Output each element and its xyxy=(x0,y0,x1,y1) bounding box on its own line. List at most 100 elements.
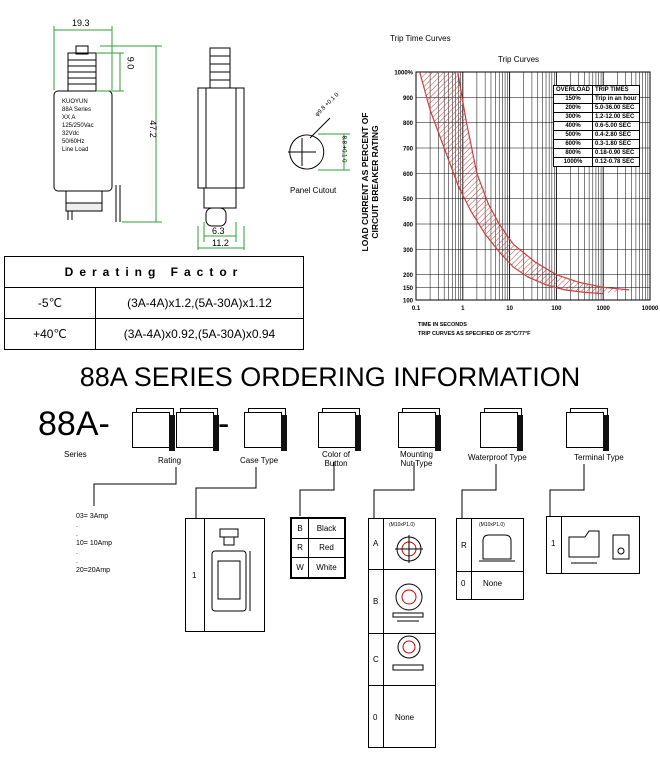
label-line: 88A Series xyxy=(62,107,92,113)
derating-value: (3A-4A)x0.92,(5A-30A)x0.94 xyxy=(95,318,304,350)
rating-item: 03= 3Amp xyxy=(76,513,109,520)
terminal-panel: 1 xyxy=(546,516,640,574)
label-series: Series xyxy=(64,450,87,459)
code-box-mounting[interactable] xyxy=(398,412,441,451)
tt-overload: 1000% xyxy=(552,157,594,167)
case-type-panel: 1 xyxy=(185,518,265,632)
tt-overload: 600% xyxy=(552,139,594,149)
tt-overload: 500% xyxy=(552,130,594,140)
color-name: White xyxy=(308,557,345,578)
y-tick-label: 200 xyxy=(403,273,414,279)
ordering-dash: - xyxy=(218,405,230,443)
label-rating: Rating xyxy=(158,456,182,465)
tt-header: TRIP TIMES xyxy=(592,85,640,95)
derating-temp: -5℃ xyxy=(4,287,96,319)
x-tick-label: 0.1 xyxy=(412,306,421,312)
tt-time: 1.2-12.00 SEC xyxy=(592,112,640,122)
y-tick-label: 500 xyxy=(403,197,414,203)
waterproof-code: 0 xyxy=(461,579,466,588)
dim-63: 6.3 xyxy=(212,226,225,236)
panel-cutout-drawing xyxy=(288,117,331,170)
x-tick-label: 1000 xyxy=(597,306,611,312)
mounting-code: 0 xyxy=(373,713,378,722)
breaker-drawing xyxy=(53,26,350,250)
derating-title: Derating Factor xyxy=(4,256,304,288)
case-code: 1 xyxy=(192,571,197,580)
label-line: KUOYUN xyxy=(62,99,88,105)
mounting-code: C xyxy=(373,655,379,664)
code-box-color[interactable] xyxy=(318,412,361,451)
color-code: B xyxy=(291,518,309,539)
code-box-rating-1[interactable] xyxy=(132,412,175,451)
label-terminal: Terminal Type xyxy=(574,453,624,462)
derating-table: Derating Factor -5℃ (3A-4A)x1.2,(5A-30A)… xyxy=(4,256,304,350)
y-tick-label: 400 xyxy=(403,223,414,229)
waterproof-code: R xyxy=(461,541,467,550)
derating-value: (3A-4A)x1.2,(5A-30A)x1.12 xyxy=(95,287,304,319)
derating-temp: +40℃ xyxy=(4,318,96,350)
dim-width-top: 19.3 xyxy=(72,18,90,28)
color-code: R xyxy=(291,537,309,559)
tt-time: 0.4-2.80 SEC xyxy=(592,130,640,140)
y-tick-label: 900 xyxy=(403,96,414,102)
derating-row: +40℃ (3A-4A)x0.92,(5A-30A)x0.94 xyxy=(4,318,304,350)
rating-item: . xyxy=(76,549,78,556)
chart-xlabel: TIME IN SECONDS xyxy=(418,322,467,328)
tt-time: 0.18-0.90 SEC xyxy=(592,148,640,158)
code-box-terminal[interactable] xyxy=(566,412,609,451)
y-tick-label: 700 xyxy=(403,147,414,153)
tt-time: 0.12-0.78 SEC xyxy=(592,157,640,167)
waterproof-panel: R (M10xP1.0) 0 None xyxy=(456,518,524,600)
ylabel-line: LOAD CURRENT AS PERCENT OF xyxy=(360,112,370,252)
y-tick-label: 100 xyxy=(403,299,414,305)
tt-time: 5.0-36.00 SEC xyxy=(592,103,640,113)
trip-curve-upper xyxy=(457,71,630,291)
rating-item: . xyxy=(76,531,78,538)
y-tick-label: 800 xyxy=(403,121,414,127)
rating-item: . xyxy=(76,522,78,529)
chart-ylabel: LOAD CURRENT AS PERCENT OF CIRCUIT BREAK… xyxy=(360,62,380,302)
derating-row: -5℃ (3A-4A)x1.2,(5A-30A)x1.12 xyxy=(4,287,304,319)
waterproof-cap-drawing xyxy=(479,534,515,562)
label-mounting-1: Mounting xyxy=(400,450,433,459)
rating-item: 20=20Amp xyxy=(76,567,111,574)
case-drawing xyxy=(211,528,251,612)
waterproof-note: (M10xP1.0) xyxy=(479,522,505,528)
mounting-code: B xyxy=(373,597,379,606)
label-line: XX A xyxy=(62,115,76,121)
tt-time: 0.6-5.00 SEC xyxy=(592,121,640,131)
dim-top-height: 9.0 xyxy=(125,56,136,70)
trip-band-area xyxy=(419,72,630,294)
tt-time: 0.3-1.80 SEC xyxy=(592,139,640,149)
label-line: 32Vdc xyxy=(62,131,80,137)
color-code: W xyxy=(291,557,309,578)
code-box-waterproof[interactable] xyxy=(480,412,523,451)
x-tick-label: 10 xyxy=(506,306,513,312)
breaker-face-label: KUOYUN 88A Series XX A 125/250Vac 32Vdc … xyxy=(62,98,94,154)
color-name: Red xyxy=(308,537,345,559)
dim-panel-flat: 8.8 +0.1 0 xyxy=(340,135,347,163)
mounting-name: None xyxy=(395,713,415,722)
ylabel-line: CIRCUIT BREAKER RATING xyxy=(370,125,380,239)
mounting-code: A xyxy=(373,539,379,548)
y-tick-label: 1000% xyxy=(394,71,413,77)
y-tick-label: 300 xyxy=(403,248,414,254)
tt-overload: 800% xyxy=(552,148,594,158)
code-box-case[interactable] xyxy=(244,412,287,451)
chart-title: Trip Curves xyxy=(498,55,540,64)
label-mounting-2: Nut Type xyxy=(400,459,433,468)
code-box-rating-2[interactable] xyxy=(176,412,219,451)
trip-curve-lower xyxy=(419,71,604,295)
mounting-panel: A (M10xP1.0) B C 0 None xyxy=(368,518,436,748)
label-case: Case Type xyxy=(240,456,279,465)
panel-cutout-label: Panel Cutout xyxy=(290,186,337,195)
side-view xyxy=(197,47,245,227)
y-tick-label: 600 xyxy=(403,172,414,178)
rating-item: . xyxy=(76,558,78,565)
tt-overload: 150% xyxy=(552,94,594,104)
